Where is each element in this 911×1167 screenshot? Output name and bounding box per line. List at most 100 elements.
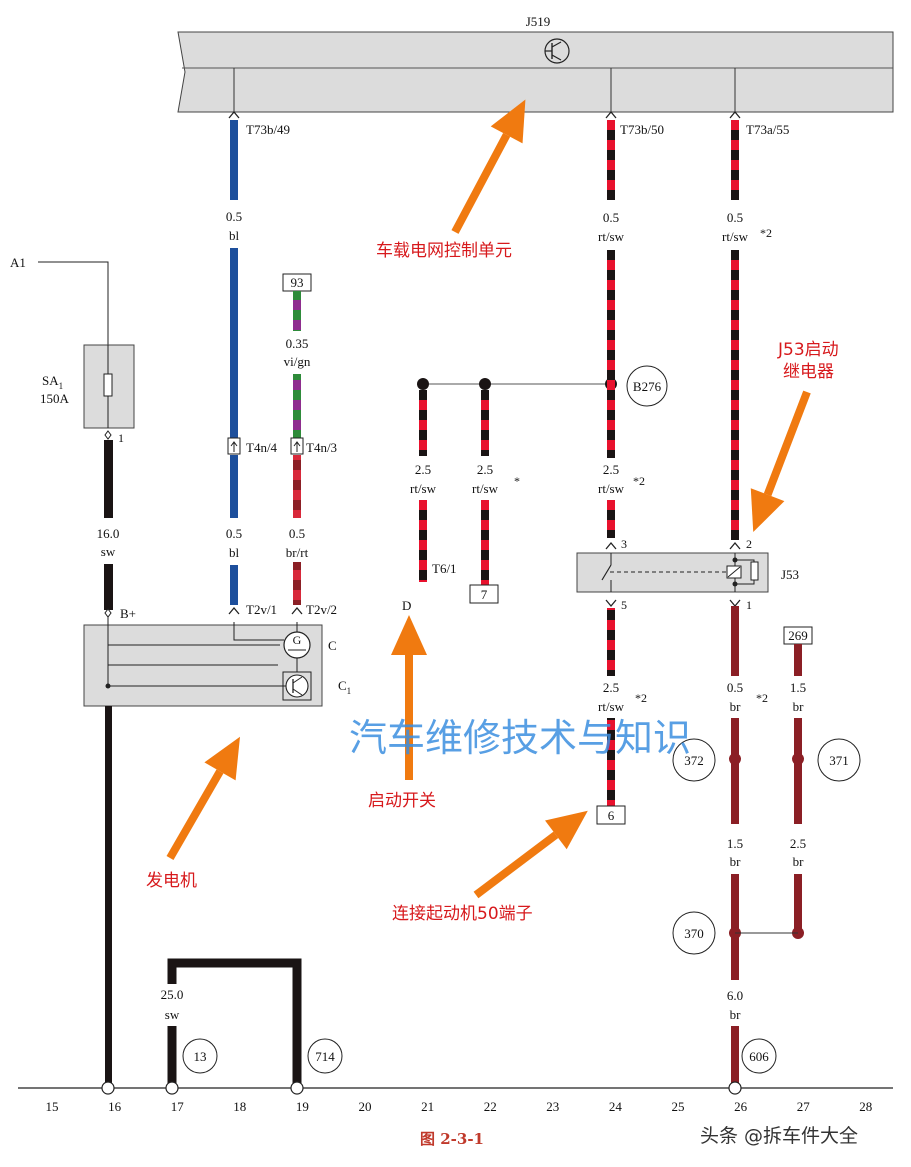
svg-text:2.5: 2.5: [415, 462, 431, 477]
svg-text:93: 93: [291, 275, 304, 290]
svg-text:rt/sw: rt/sw: [410, 481, 437, 496]
wire-br-27: 269 1.5 br 371 2.5 br: [735, 626, 861, 939]
j519-label: J519: [526, 14, 551, 29]
annotation-arrows: [166, 99, 811, 899]
svg-text:sw: sw: [101, 544, 116, 559]
ground-number: 20: [359, 1099, 372, 1114]
footer-credit: 头条 @拆车件大全: [700, 1125, 858, 1147]
ground-bar: [18, 1081, 893, 1095]
svg-text:0.5: 0.5: [727, 680, 743, 695]
a1-label: A1: [10, 255, 26, 270]
svg-text:0.5: 0.5: [603, 210, 619, 225]
svg-text:1: 1: [746, 598, 752, 612]
svg-text:bl: bl: [229, 228, 240, 243]
svg-text:rt/sw: rt/sw: [722, 229, 749, 244]
generator: G C C1: [83, 617, 351, 707]
sa1-pin: 1: [118, 431, 124, 445]
svg-text:rt/sw: rt/sw: [598, 481, 625, 496]
svg-text:br: br: [730, 1007, 742, 1022]
svg-text:5: 5: [621, 598, 627, 612]
wire-rtsw-24: T73b/50 0.5 rt/sw 2.5 rt/sw *2 3 5 2.5 r…: [596, 120, 664, 825]
arrow-ignition: [391, 615, 427, 780]
annotation-bcm: 车载电网控制单元: [376, 241, 512, 261]
svg-text:2.5: 2.5: [603, 680, 619, 695]
svg-text:16.0: 16.0: [97, 526, 120, 541]
svg-text:1.5: 1.5: [727, 836, 743, 851]
svg-text:rt/sw: rt/sw: [598, 699, 625, 714]
svg-text:1.5: 1.5: [790, 680, 806, 695]
svg-text:2.5: 2.5: [603, 462, 619, 477]
j53-label: J53: [781, 567, 799, 582]
annotation-j53-line1: J53启动: [777, 340, 839, 360]
wire-sw-16: 16.0 sw B+: [97, 440, 136, 621]
junction-b276: B276: [417, 365, 668, 407]
relay-diode-icon: [750, 561, 759, 581]
svg-text:13: 13: [194, 1049, 207, 1064]
wire-rtsw-26: T73a/55 0.5 rt/sw *2 2 1: [722, 120, 789, 612]
wire-br-26: 0.5 br *2 372 1.5 br 370 6.0 br 606: [672, 606, 777, 1086]
transistor-icon: [544, 38, 570, 64]
switch-d-label: D: [402, 598, 411, 613]
svg-text:2.5: 2.5: [790, 836, 806, 851]
arrow-generator: [166, 736, 240, 860]
ground-number: 21: [421, 1099, 434, 1114]
svg-text:6.0: 6.0: [727, 988, 743, 1003]
svg-text:sw: sw: [165, 1007, 180, 1022]
wire-generator-ground: [105, 706, 112, 1088]
wire-rtsw-21: 2.5 rt/sw T6/1 D: [402, 390, 457, 613]
box-6: [596, 805, 626, 825]
svg-text:T4n/3: T4n/3: [306, 440, 337, 455]
regulator-transistor-icon: [285, 674, 309, 698]
svg-text:rt/sw: rt/sw: [472, 481, 499, 496]
ground-number: 23: [546, 1099, 559, 1114]
svg-text:T2v/1: T2v/1: [246, 602, 277, 617]
ground-number: 18: [233, 1099, 246, 1114]
ground-number: 27: [797, 1099, 811, 1114]
svg-text:714: 714: [315, 1049, 335, 1064]
generator-c1-label: C1: [338, 678, 351, 696]
generator-c-label: C: [328, 638, 337, 653]
ground-number: 26: [734, 1099, 748, 1114]
svg-text:0.5: 0.5: [727, 210, 743, 225]
ground-number: 24: [609, 1099, 623, 1114]
svg-text:372: 372: [684, 753, 704, 768]
fuse-sa1: SA1 150A 1: [40, 344, 135, 445]
circle-606: [741, 1038, 777, 1074]
figure-caption: 图 2-3-1: [420, 1130, 484, 1148]
svg-text:0.35: 0.35: [286, 336, 309, 351]
annotation-ignition: 启动开关: [368, 791, 436, 811]
ground-number: 25: [672, 1099, 685, 1114]
circle-13: [182, 1038, 218, 1074]
svg-text:0.5: 0.5: [289, 526, 305, 541]
svg-text:0.5: 0.5: [226, 526, 242, 541]
circle-714: [307, 1038, 343, 1074]
svg-text:T4n/4: T4n/4: [246, 440, 278, 455]
svg-text:2: 2: [746, 537, 752, 551]
svg-text:T73b/50: T73b/50: [620, 122, 664, 137]
svg-text:br: br: [793, 699, 805, 714]
sa1-rating: 150A: [40, 391, 70, 406]
arrow-bcm: [451, 99, 526, 234]
svg-text:269: 269: [788, 628, 808, 643]
svg-text:br: br: [730, 699, 742, 714]
svg-text:370: 370: [684, 926, 704, 941]
circle-b276: [626, 365, 668, 407]
svg-text:2.5: 2.5: [477, 462, 493, 477]
panel-leads: [233, 68, 736, 112]
watermark: 汽车维修技术与知识: [349, 716, 691, 760]
svg-text:br: br: [730, 854, 742, 869]
svg-text:T6/1: T6/1: [432, 561, 457, 576]
wire-vign-brrt: 93 0.35 vi/gn T4n/3 0.5 br/rt T2v/2: [282, 273, 337, 617]
svg-text:*2: *2: [635, 691, 647, 705]
circle-370: [672, 911, 716, 955]
ground-number: 19: [296, 1099, 309, 1114]
svg-text:25.0: 25.0: [161, 987, 184, 1002]
svg-text:br/rt: br/rt: [286, 545, 309, 560]
arrow-starter: [473, 810, 588, 899]
sa1-name: SA1: [42, 373, 63, 391]
svg-text:606: 606: [749, 1049, 769, 1064]
svg-text:G: G: [293, 633, 302, 647]
svg-text:7: 7: [481, 587, 488, 602]
